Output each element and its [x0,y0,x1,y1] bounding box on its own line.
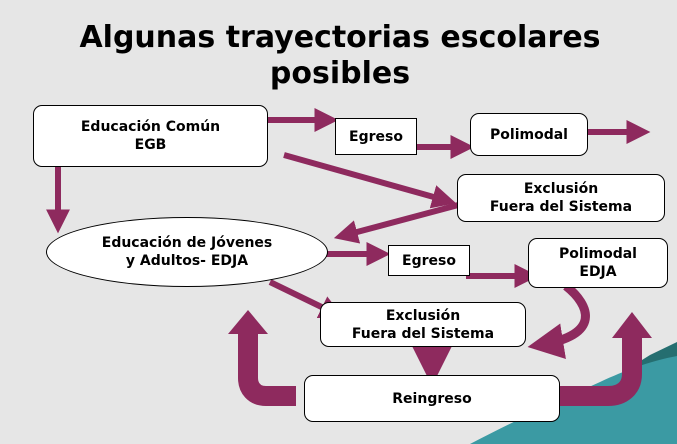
node-polimodal-edja-label: Polimodal EDJA [559,246,637,280]
node-exclusion-1-label: Exclusión Fuera del Sistema [489,181,633,215]
node-educacion-comun: Educación Común EGB [33,105,268,167]
arrow-comun-to-exclusion [283,152,457,209]
node-exclusion-2: Exclusión Fuera del Sistema [320,302,526,347]
arrow-reingreso-left-head [228,310,268,334]
node-exclusion-2-label: Exclusión Fuera del Sistema [351,307,495,342]
node-polimodal-1-label: Polimodal [490,126,568,143]
node-reingreso: Reingreso [304,375,560,422]
page-title: Algunas trayectorias escolares posibles [60,20,620,92]
arrow-polimodal-edja-to-exclusion [527,282,590,360]
arrow-reingreso-right-up [560,334,642,406]
node-egreso-2-label: Egreso [402,252,456,269]
node-reingreso-label: Reingreso [392,390,472,407]
arrow-reingreso-left-up [238,330,296,406]
node-edja-label: Educación de Jóvenes y Adultos- EDJA [101,235,273,269]
node-polimodal-edja: Polimodal EDJA [528,238,668,288]
title-line-1: Algunas trayectorias escolares [79,20,601,55]
node-polimodal-1: Polimodal [470,113,588,156]
node-egreso-2: Egreso [388,245,470,276]
arrow-reingreso-right-head [612,312,652,338]
node-edja: Educación de Jóvenes y Adultos- EDJA [46,217,328,287]
node-educacion-comun-label: Educación Común EGB [80,119,221,153]
node-egreso-1: Egreso [335,118,417,155]
title-line-2: posibles [269,56,411,91]
node-egreso-1-label: Egreso [349,128,403,145]
arrow-exclusion-to-edja [333,201,463,244]
node-exclusion-1: Exclusión Fuera del Sistema [457,174,665,222]
